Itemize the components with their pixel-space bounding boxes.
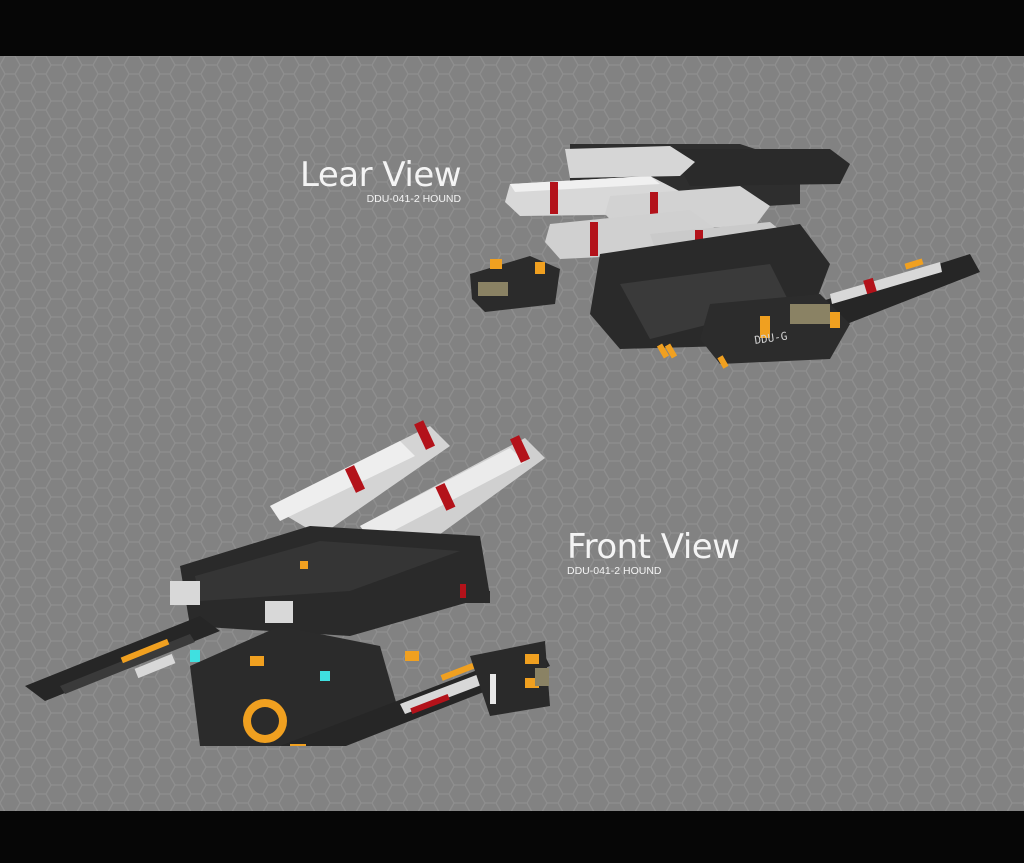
lear-view-render: DDU-G [470,144,980,369]
front-view-render [25,420,550,746]
lear-view-title: Lear View [300,155,462,195]
front-view-subtitle: DDU-041-2 HOUND [567,565,662,577]
missile-pod [565,146,695,178]
lear-view-label: Lear View DDU-041-2 HOUND [300,155,462,205]
letterbox-bottom [0,811,1024,863]
front-view-label: Front View DDU-041-2 HOUND [567,530,740,577]
lear-view-subtitle: DDU-041-2 HOUND [366,193,462,205]
render-canvas: Lear View DDU-041-2 HOUND Front View DDU… [0,56,1024,811]
front-view-title: Front View [567,527,740,567]
letterbox-top [0,0,1024,56]
hull-code: DDU-G [754,329,789,346]
